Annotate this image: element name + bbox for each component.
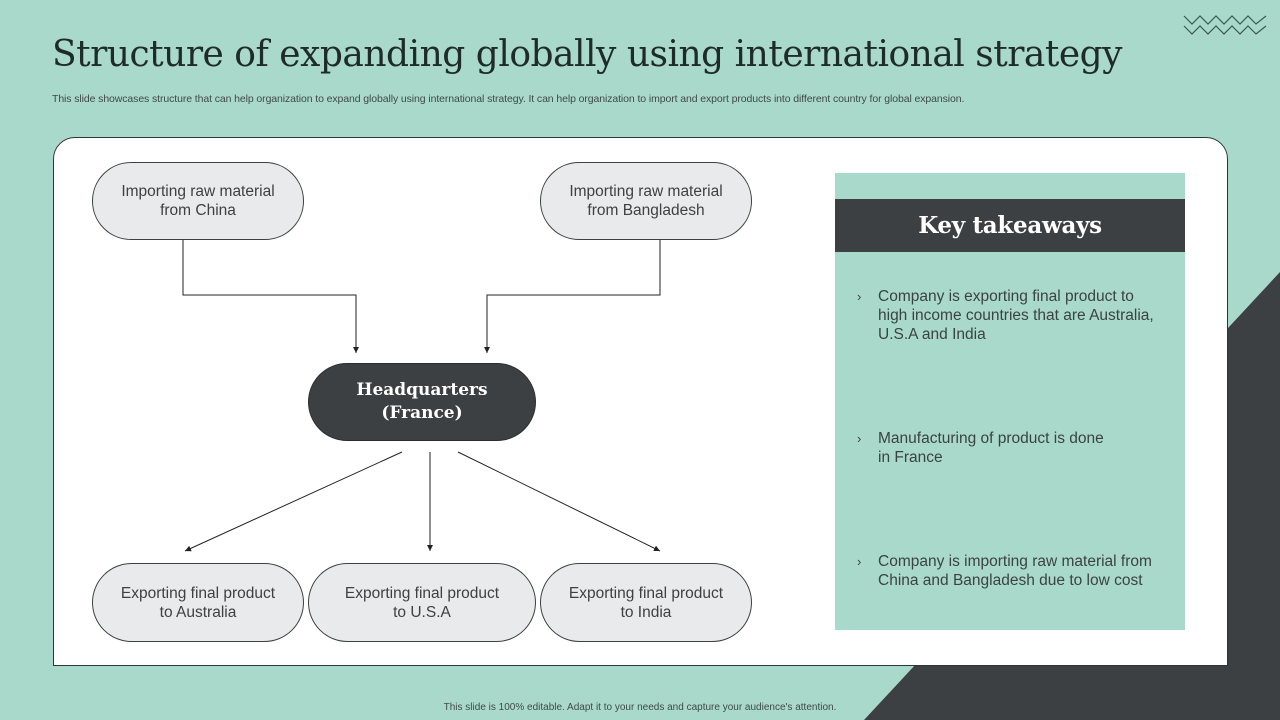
node-export-india: Exporting final product to India [540,563,752,642]
node-label: Headquarters (France) [356,380,488,423]
takeaway-text: Company is importing raw material from C… [878,553,1152,589]
takeaway-item: › Company is exporting final product to … [857,287,1167,344]
takeaway-text: Manufacturing of product is done in Fran… [878,430,1104,466]
chevron-right-icon: › [857,289,862,304]
slide-footer: This slide is 100% editable. Adapt it to… [443,702,837,713]
takeaway-item: › Manufacturing of product is done in Fr… [857,429,1167,467]
node-label: Exporting final product to U.S.A [344,584,500,621]
node-export-usa: Exporting final product to U.S.A [308,563,536,642]
takeaway-item: › Company is importing raw material from… [857,552,1167,590]
node-headquarters: Headquarters (France) [308,363,536,441]
node-export-australia: Exporting final product to Australia [92,563,304,642]
node-label: Exporting final product to India [568,584,724,621]
takeaway-text: Company is exporting final product to hi… [878,288,1154,343]
node-label: Importing raw material from Bangladesh [569,183,723,219]
key-takeaways-title: Key takeaways [835,199,1185,252]
chevron-right-icon: › [857,554,862,569]
slide-title: Structure of expanding globally using in… [52,34,1123,75]
zigzag-decoration-icon [1183,15,1267,35]
chevron-right-icon: › [857,431,862,446]
slide-subtitle: This slide showcases structure that can … [52,93,965,105]
node-import-bangladesh: Importing raw material from Bangladesh [540,162,752,240]
node-label: Exporting final product to Australia [120,584,276,621]
key-takeaways-box: Key takeaways › Company is exporting fin… [835,173,1185,630]
node-import-china: Importing raw material from China [92,162,304,240]
node-label: Importing raw material from China [121,183,275,219]
